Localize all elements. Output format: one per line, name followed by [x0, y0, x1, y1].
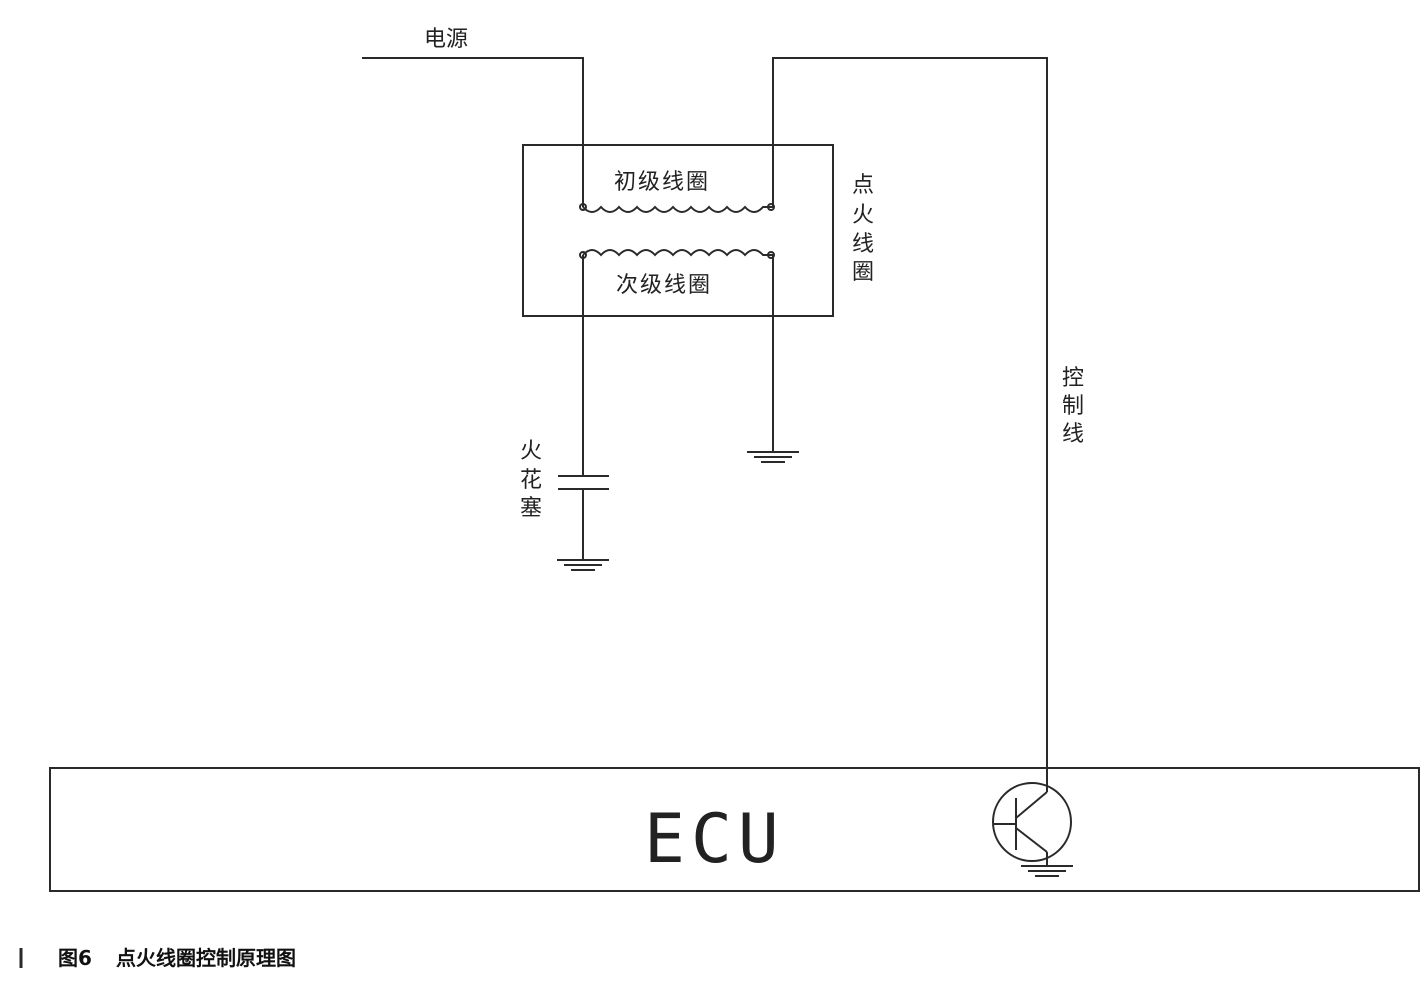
- power-label: 电源: [424, 27, 468, 52]
- ignition-coil-char: 圈: [852, 260, 874, 285]
- spark-plug-char: 火: [520, 439, 542, 464]
- secondary-winding: [582, 249, 773, 257]
- primary-terminal-left: [579, 203, 587, 211]
- ground-icon: [747, 451, 799, 463]
- ignition-coil-label: 点 火 线 圈: [852, 173, 874, 285]
- control-line-char: 制: [1062, 394, 1084, 419]
- primary-winding: [582, 205, 773, 213]
- spark-plug-label: 火 花 塞: [520, 439, 542, 521]
- ignition-coil-char: 火: [852, 203, 874, 228]
- control-wire: [772, 57, 1048, 768]
- spark-plug-char: 花: [520, 468, 542, 493]
- primary-terminal-right: [767, 203, 775, 211]
- transistor-icon: [992, 768, 1072, 866]
- ignition-coil-box: [522, 144, 834, 317]
- control-line-label: 控 制 线: [1062, 366, 1084, 447]
- ignition-coil-char: 点: [852, 173, 874, 198]
- ecu-box: [49, 767, 1420, 892]
- primary-coil-label: 初级线圈: [614, 170, 710, 195]
- figure-title: 点火线圈控制原理图: [116, 946, 296, 970]
- power-wire: [362, 57, 584, 207]
- control-line-char: 控: [1062, 366, 1084, 391]
- ground-icon: [1021, 865, 1073, 877]
- control-line-char: 线: [1062, 422, 1084, 447]
- ecu-label: ECU: [644, 800, 785, 879]
- figure-number: 图6: [58, 946, 92, 970]
- spark-plug-char: 塞: [520, 496, 542, 521]
- ignition-coil-char: 线: [852, 232, 874, 257]
- secondary-coil-label: 次级线圈: [616, 273, 712, 298]
- ground-icon: [557, 559, 609, 571]
